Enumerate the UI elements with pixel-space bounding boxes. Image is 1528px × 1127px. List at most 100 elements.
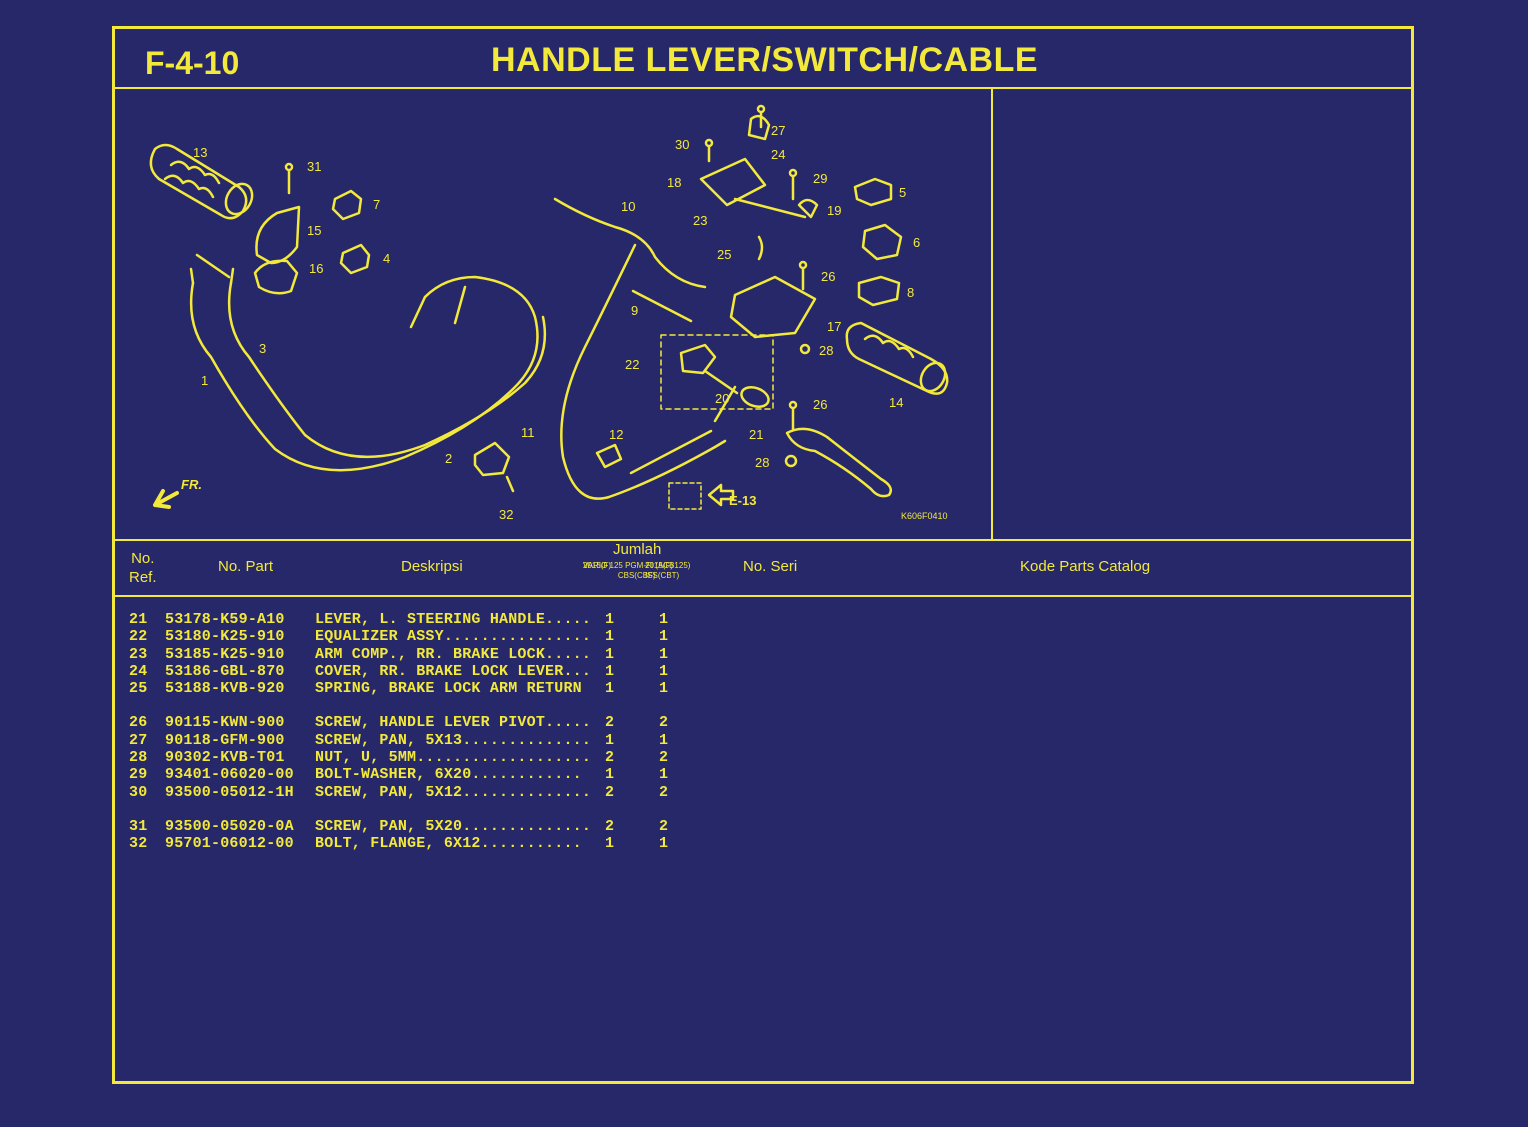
callout-17: 17 — [827, 319, 841, 334]
callout-28: 28 — [755, 455, 769, 470]
ref-cell: 21 — [129, 611, 148, 628]
callout-25: 25 — [717, 247, 731, 262]
callout-11: 11 — [521, 425, 535, 440]
diagram-drawing: 13 31 7 15 4 16 3 1 2 32 11 12 10 9 30 1… — [149, 104, 949, 522]
header: F-4-10 HANDLE LEVER/SWITCH/CABLE — [115, 29, 1411, 89]
qty-cbs-cell: 2 — [605, 749, 615, 767]
qty-cbs-cell: 2 — [605, 783, 615, 801]
qty-cbs-cell: 1 — [605, 611, 615, 628]
callout-9: 9 — [631, 303, 638, 318]
callout-1: 1 — [201, 373, 208, 388]
callout-12: 12 — [609, 427, 623, 442]
ref-cell: 23 — [129, 645, 148, 663]
part-number-cell: 90302-KVB-T01 — [165, 749, 285, 767]
col-jumlah: Jumlah — [613, 541, 662, 558]
ref-cell: 27 — [129, 731, 148, 749]
ref-cell: 22 — [129, 628, 148, 646]
description-cell: SCREW, PAN, 5X20.............. — [315, 817, 592, 835]
qty-iss-cell: 1 — [659, 645, 669, 663]
part-number-cell: 93500-05020-0A — [165, 817, 294, 835]
qty-iss-cell: 1 — [659, 680, 669, 698]
col-no-ref: No. Ref. — [129, 550, 157, 586]
qty-iss-cell: 1 — [659, 835, 669, 853]
description-cell: BOLT, FLANGE, 6X12........... — [315, 835, 582, 853]
qty-iss-cell: 1 — [659, 766, 669, 784]
part-number-cell: 53188-KVB-920 — [165, 680, 285, 698]
qty-cbs-cell: 1 — [605, 680, 615, 698]
cable-clamps — [473, 429, 735, 510]
catalog-frame: F-4-10 HANDLE LEVER/SWITCH/CABLE — [112, 26, 1414, 1084]
callout-6: 6 — [913, 235, 920, 250]
qty-iss-cell: 2 — [659, 817, 669, 835]
qty-cbs-cell: 1 — [605, 645, 615, 663]
variant-2-label: ISS(CBT) — [645, 571, 680, 580]
description-cell: EQUALIZER ASSY................ — [315, 628, 592, 646]
ref-cell: 29 — [129, 766, 148, 784]
callout-22: 22 — [625, 357, 639, 372]
qty-cbs-cell: 1 — [605, 766, 615, 784]
right-switches — [853, 177, 903, 307]
callout-19: 19 — [827, 203, 841, 218]
callout-31: 31 — [307, 159, 321, 174]
part-number-cell: 53185-K25-910 — [165, 645, 285, 663]
part-number-cell: 93500-05012-1H — [165, 783, 294, 801]
column-header: No. Ref. No. Part Deskripsi Jumlah VARIO… — [115, 539, 1411, 597]
drawing-code: K606F0410 — [901, 511, 948, 521]
qty-cbs-cell: 1 — [605, 731, 615, 749]
callout-13: 13 — [193, 145, 207, 160]
variant-1-label: VARIO 125 PGM-FI (ACB125) CBS(CBF) — [583, 561, 691, 580]
qty-cbs-cell: 2 — [605, 714, 615, 732]
part-number-cell: 53178-K59-A10 — [165, 611, 285, 628]
description-cell: COVER, RR. BRAKE LOCK LEVER... — [315, 662, 592, 680]
ref-cell: 31 — [129, 817, 148, 835]
brake-lock-housing — [699, 104, 819, 355]
part-number-cell: 90118-GFM-900 — [165, 731, 285, 749]
ref-cell: 25 — [129, 680, 148, 698]
callout-20: 20 — [715, 391, 729, 406]
qty-iss-cell: 1 — [659, 662, 669, 680]
callout-26: 26 — [821, 269, 835, 284]
callout-3: 3 — [259, 341, 266, 356]
description-cell: NUT, U, 5MM................... — [315, 749, 592, 767]
callout-4: 4 — [383, 251, 390, 266]
left-switches — [331, 189, 371, 275]
throttle-housing — [253, 162, 301, 295]
front-label: FR. — [181, 477, 202, 492]
description-cell: LEVER, L. STEERING HANDLE..... — [315, 611, 592, 628]
part-number-cell: 93401-06020-00 — [165, 766, 294, 784]
section-reference: E-13 — [729, 493, 756, 508]
part-number-cell: 90115-KWN-900 — [165, 714, 285, 732]
callout-24: 24 — [771, 147, 785, 162]
col-deskripsi: Deskripsi — [401, 558, 463, 575]
callout-2: 2 — [445, 451, 452, 466]
qty-iss-cell: 2 — [659, 749, 669, 767]
description-cell: BOLT-WASHER, 6X20............ — [315, 766, 582, 784]
callout-18: 18 — [667, 175, 681, 190]
callout-labels: 13 31 7 15 4 16 3 1 2 32 11 12 10 9 30 1… — [181, 123, 948, 522]
callout-16: 16 — [309, 261, 323, 276]
variant-2-year: 2015(F) — [645, 561, 674, 570]
callout-14: 14 — [889, 395, 903, 410]
part-number-cell: 53180-K25-910 — [165, 628, 285, 646]
ref-cell: 32 — [129, 835, 148, 853]
equalizer-assembly — [660, 334, 774, 410]
callout-26: 26 — [813, 397, 827, 412]
callout-15: 15 — [307, 223, 321, 238]
ref-cell: 28 — [129, 749, 148, 767]
ref-cell: 24 — [129, 662, 148, 680]
description-cell: SCREW, PAN, 5X13.............. — [315, 731, 592, 749]
callout-30: 30 — [675, 137, 689, 152]
qty-iss-cell: 1 — [659, 611, 669, 628]
callout-32: 32 — [499, 507, 513, 522]
callout-5: 5 — [899, 185, 906, 200]
right-grip — [845, 321, 949, 395]
callout-7: 7 — [373, 197, 380, 212]
callout-27: 27 — [771, 123, 785, 138]
left-grip — [149, 143, 254, 220]
col-kode-parts: Kode Parts Catalog — [1020, 558, 1151, 575]
col-no-seri: No. Seri — [743, 558, 798, 575]
throttle-cables — [189, 253, 547, 472]
qty-iss-cell: 1 — [659, 731, 669, 749]
blank-panel — [993, 87, 1411, 539]
description-cell: SCREW, PAN, 5X12.............. — [315, 783, 592, 801]
